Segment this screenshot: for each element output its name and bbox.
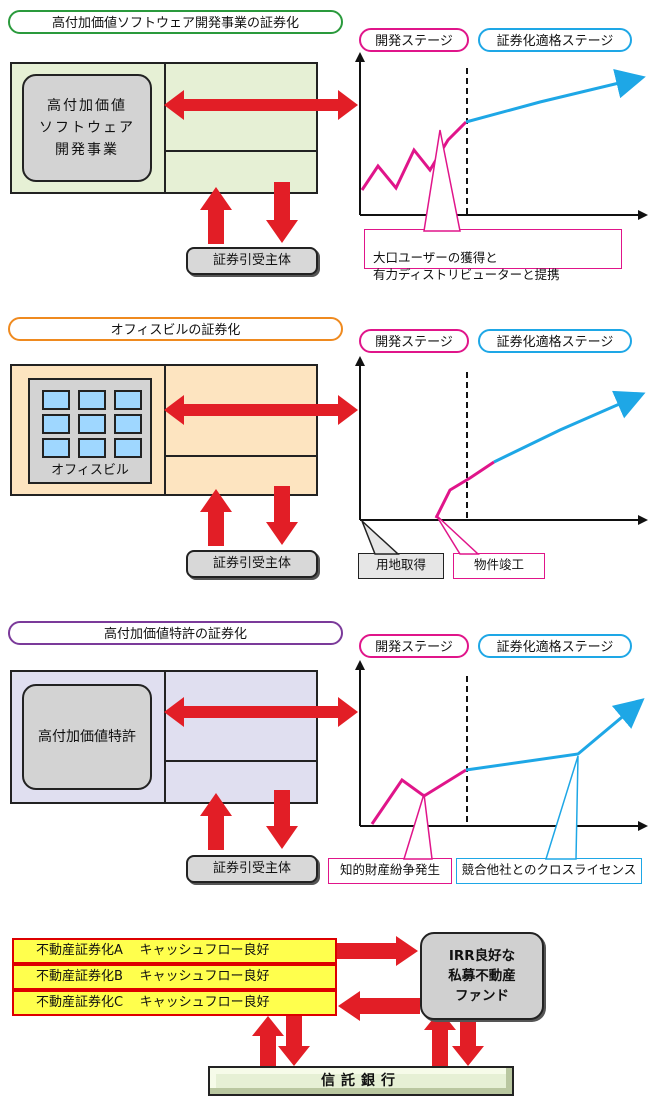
re-up-arrow-2 [424, 1010, 456, 1066]
section3-dispute-pointer [402, 793, 433, 860]
section1-stage-sec: 証券化適格ステージ [478, 28, 632, 52]
re-row-a-cf: キャッシュフロー良好 [139, 943, 270, 958]
divider-h [166, 760, 316, 762]
section3-up-arrow [200, 793, 232, 850]
section3-inner-label: 高付加価値特許 [38, 729, 136, 745]
section2-entity: 証券引受主体 [186, 550, 318, 578]
re-row-a: 不動産証券化A キャッシュフロー良好 [12, 938, 337, 964]
re-row-b-name: 不動産証券化B [36, 969, 123, 984]
re-arrow-left [338, 991, 420, 1021]
section3-inner-box: 高付加価値特許 [22, 684, 152, 790]
section3-license-pointer [544, 755, 579, 860]
section3-dev-line [370, 768, 467, 825]
section1-callout-text: 大口ユーザーの獲得と 有力ディストリビューターと提携 [373, 250, 560, 282]
divider-h [166, 455, 316, 457]
section1-callout: 大口ユーザーの獲得と 有力ディストリビューターと提携 [364, 229, 622, 282]
re-row-a-name: 不動産証券化A [36, 943, 123, 958]
section1-entity: 証券引受主体 [186, 247, 318, 275]
re-bank-bar: 信託銀行 [208, 1066, 514, 1096]
divider-v [164, 672, 166, 802]
section2-inner-label: オフィスビル [51, 463, 129, 478]
section2-inner-box: オフィスビル [28, 378, 152, 484]
re-row-b-cf: キャッシュフロー良好 [139, 969, 270, 984]
section3-graph [355, 660, 648, 831]
re-row-c-name: 不動産証券化C [36, 995, 124, 1010]
section1-graph [355, 52, 648, 220]
section1-inner-label: 高付加価値 ソフトウェア 開発事業 [39, 98, 135, 158]
re-row-c: 不動産証券化C キャッシュフロー良好 [12, 990, 337, 1016]
section1-inner-box: 高付加価値 ソフトウェア 開発事業 [22, 74, 152, 182]
section3-stage-sec: 証券化適格ステージ [478, 634, 632, 658]
section2-down-arrow [266, 486, 298, 545]
section2-dev-line [434, 460, 495, 519]
section1-double-arrow [164, 90, 358, 120]
section2-stage-sec: 証券化適格ステージ [478, 329, 632, 353]
divider-v [164, 366, 166, 494]
section1-dev-line [360, 120, 468, 191]
section1-title: 高付加価値ソフトウェア開発事業の証券化 [8, 10, 343, 34]
divider-v [164, 64, 166, 192]
section3-double-arrow [164, 697, 358, 727]
re-down-arrow-2 [452, 1012, 484, 1066]
section2-graph [355, 356, 648, 525]
section2-title: オフィスビルの証券化 [8, 317, 343, 341]
re-fund-label: IRR良好な 私募不動産 ファンド [448, 948, 516, 1004]
re-row-b: 不動産証券化B キャッシュフロー良好 [12, 964, 337, 990]
re-fund-box: IRR良好な 私募不動産 ファンド [420, 932, 544, 1020]
section1-up-arrow [200, 187, 232, 244]
re-row-c-cf: キャッシュフロー良好 [139, 995, 270, 1010]
section2-stage-dev: 開発ステージ [359, 329, 469, 353]
section1-down-arrow [266, 182, 298, 243]
section3-sec-line [465, 698, 645, 772]
section1-stage-dev: 開発ステージ [359, 28, 469, 52]
section2-callout-land: 用地取得 [358, 553, 444, 579]
section3-down-arrow [266, 790, 298, 849]
section3-title: 高付加価値特許の証券化 [8, 621, 343, 645]
office-windows [42, 390, 142, 458]
section1-callout-pointer [423, 129, 461, 232]
section2-callout-complete: 物件竣工 [453, 553, 545, 579]
section2-land-pointer [361, 520, 400, 555]
section3-stage-dev: 開発ステージ [359, 634, 469, 658]
section1-sec-line [465, 69, 646, 124]
re-down-arrow-1 [278, 1016, 310, 1066]
section3-entity: 証券引受主体 [186, 855, 318, 883]
section2-up-arrow [200, 489, 232, 546]
section2-double-arrow [164, 395, 358, 425]
section3-callout-license: 競合他社とのクロスライセンス [456, 858, 642, 884]
section2-sec-line [493, 390, 646, 464]
section3-callout-dispute: 知的財産紛争発生 [328, 858, 452, 884]
re-bank-label: 信託銀行 [321, 1073, 401, 1089]
re-arrow-right [336, 936, 418, 966]
divider-h [166, 150, 316, 152]
section2-complete-pointer [435, 514, 480, 555]
re-up-arrow-1 [252, 1016, 284, 1066]
